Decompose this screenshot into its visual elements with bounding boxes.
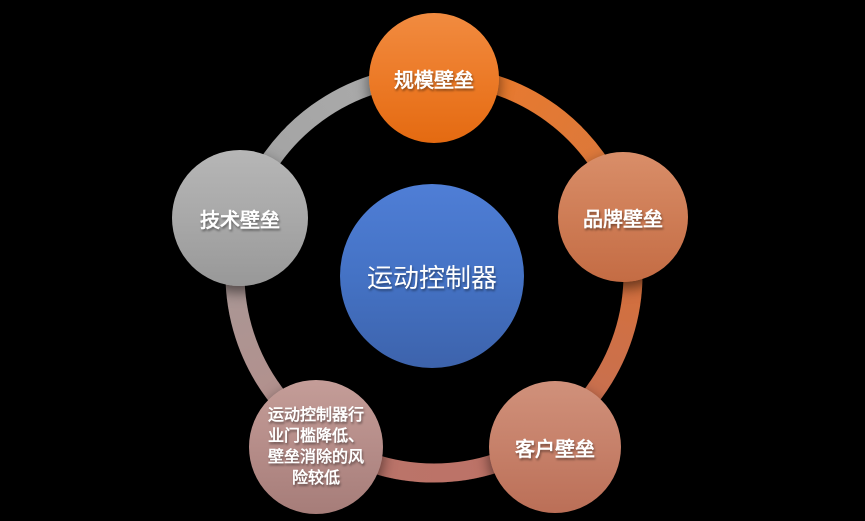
center-node-label: 运动控制器 (366, 262, 497, 293)
node-scale-barrier: 规模壁垒 (369, 13, 499, 143)
node-label: 规模壁垒 (394, 69, 474, 92)
node-risk-note: 运动控制器行业门槛降低、壁垒消除的风险较低 (249, 380, 383, 514)
node-tech-barrier: 技术壁垒 (172, 150, 308, 286)
node-label: 品牌壁垒 (583, 208, 663, 231)
node-customer-barrier: 客户壁垒 (489, 381, 621, 513)
node-label: 技术壁垒 (200, 209, 280, 232)
node-label: 客户壁垒 (515, 438, 595, 461)
center-node: 运动控制器 (340, 184, 524, 368)
node-label: 运动控制器行业门槛降低、壁垒消除的风险较低 (267, 406, 364, 488)
node-brand-barrier: 品牌壁垒 (558, 152, 688, 282)
